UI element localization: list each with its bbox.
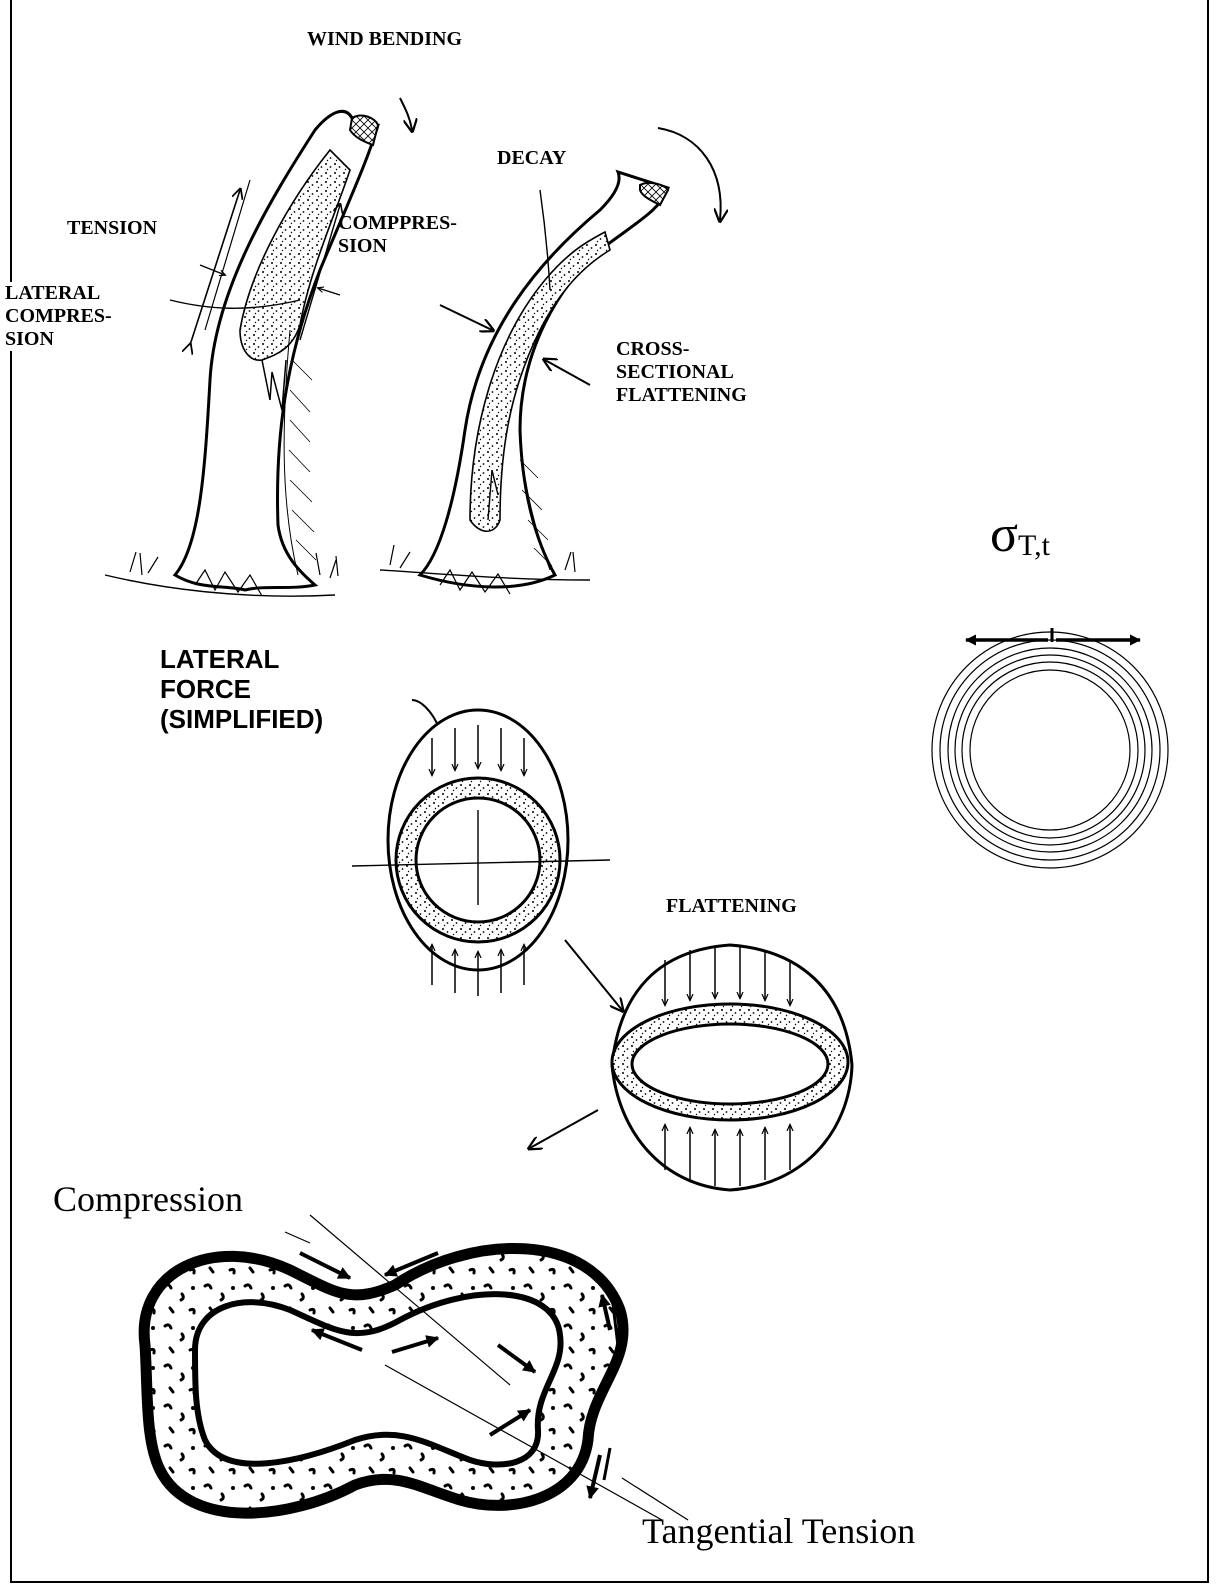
figure-eight-cross-section	[144, 1215, 688, 1520]
lateral-compression-label: LATERAL COMPRES- SION	[5, 282, 112, 351]
compression-top-label: COMPPRES- SION	[338, 212, 457, 258]
compression-label: Compression	[53, 1178, 243, 1220]
lateral-force-label: LATERAL FORCE (SIMPLIFIED)	[160, 645, 323, 735]
sigma-concentric-rings	[932, 632, 1168, 868]
sigma-symbol: σ	[990, 506, 1018, 563]
tree-1-trunk	[105, 98, 412, 596]
tension-label: TENSION	[67, 217, 157, 240]
wind-bending-label: WIND BENDING	[307, 28, 462, 51]
sigma-label: σT,t	[990, 505, 1050, 564]
sigma-subscript: T,t	[1018, 529, 1050, 562]
flattening-ring	[530, 945, 852, 1190]
tangential-tension-label: Tangential Tension	[642, 1510, 915, 1552]
flattening-label: FLATTENING	[666, 895, 797, 918]
cross-sectional-flattening-label: CROSS- SECTIONAL FLATTENING	[616, 338, 747, 407]
lateral-force-ring	[352, 700, 622, 1010]
decay-label: DECAY	[497, 147, 566, 170]
sigma-tension-arrow	[966, 628, 1140, 642]
